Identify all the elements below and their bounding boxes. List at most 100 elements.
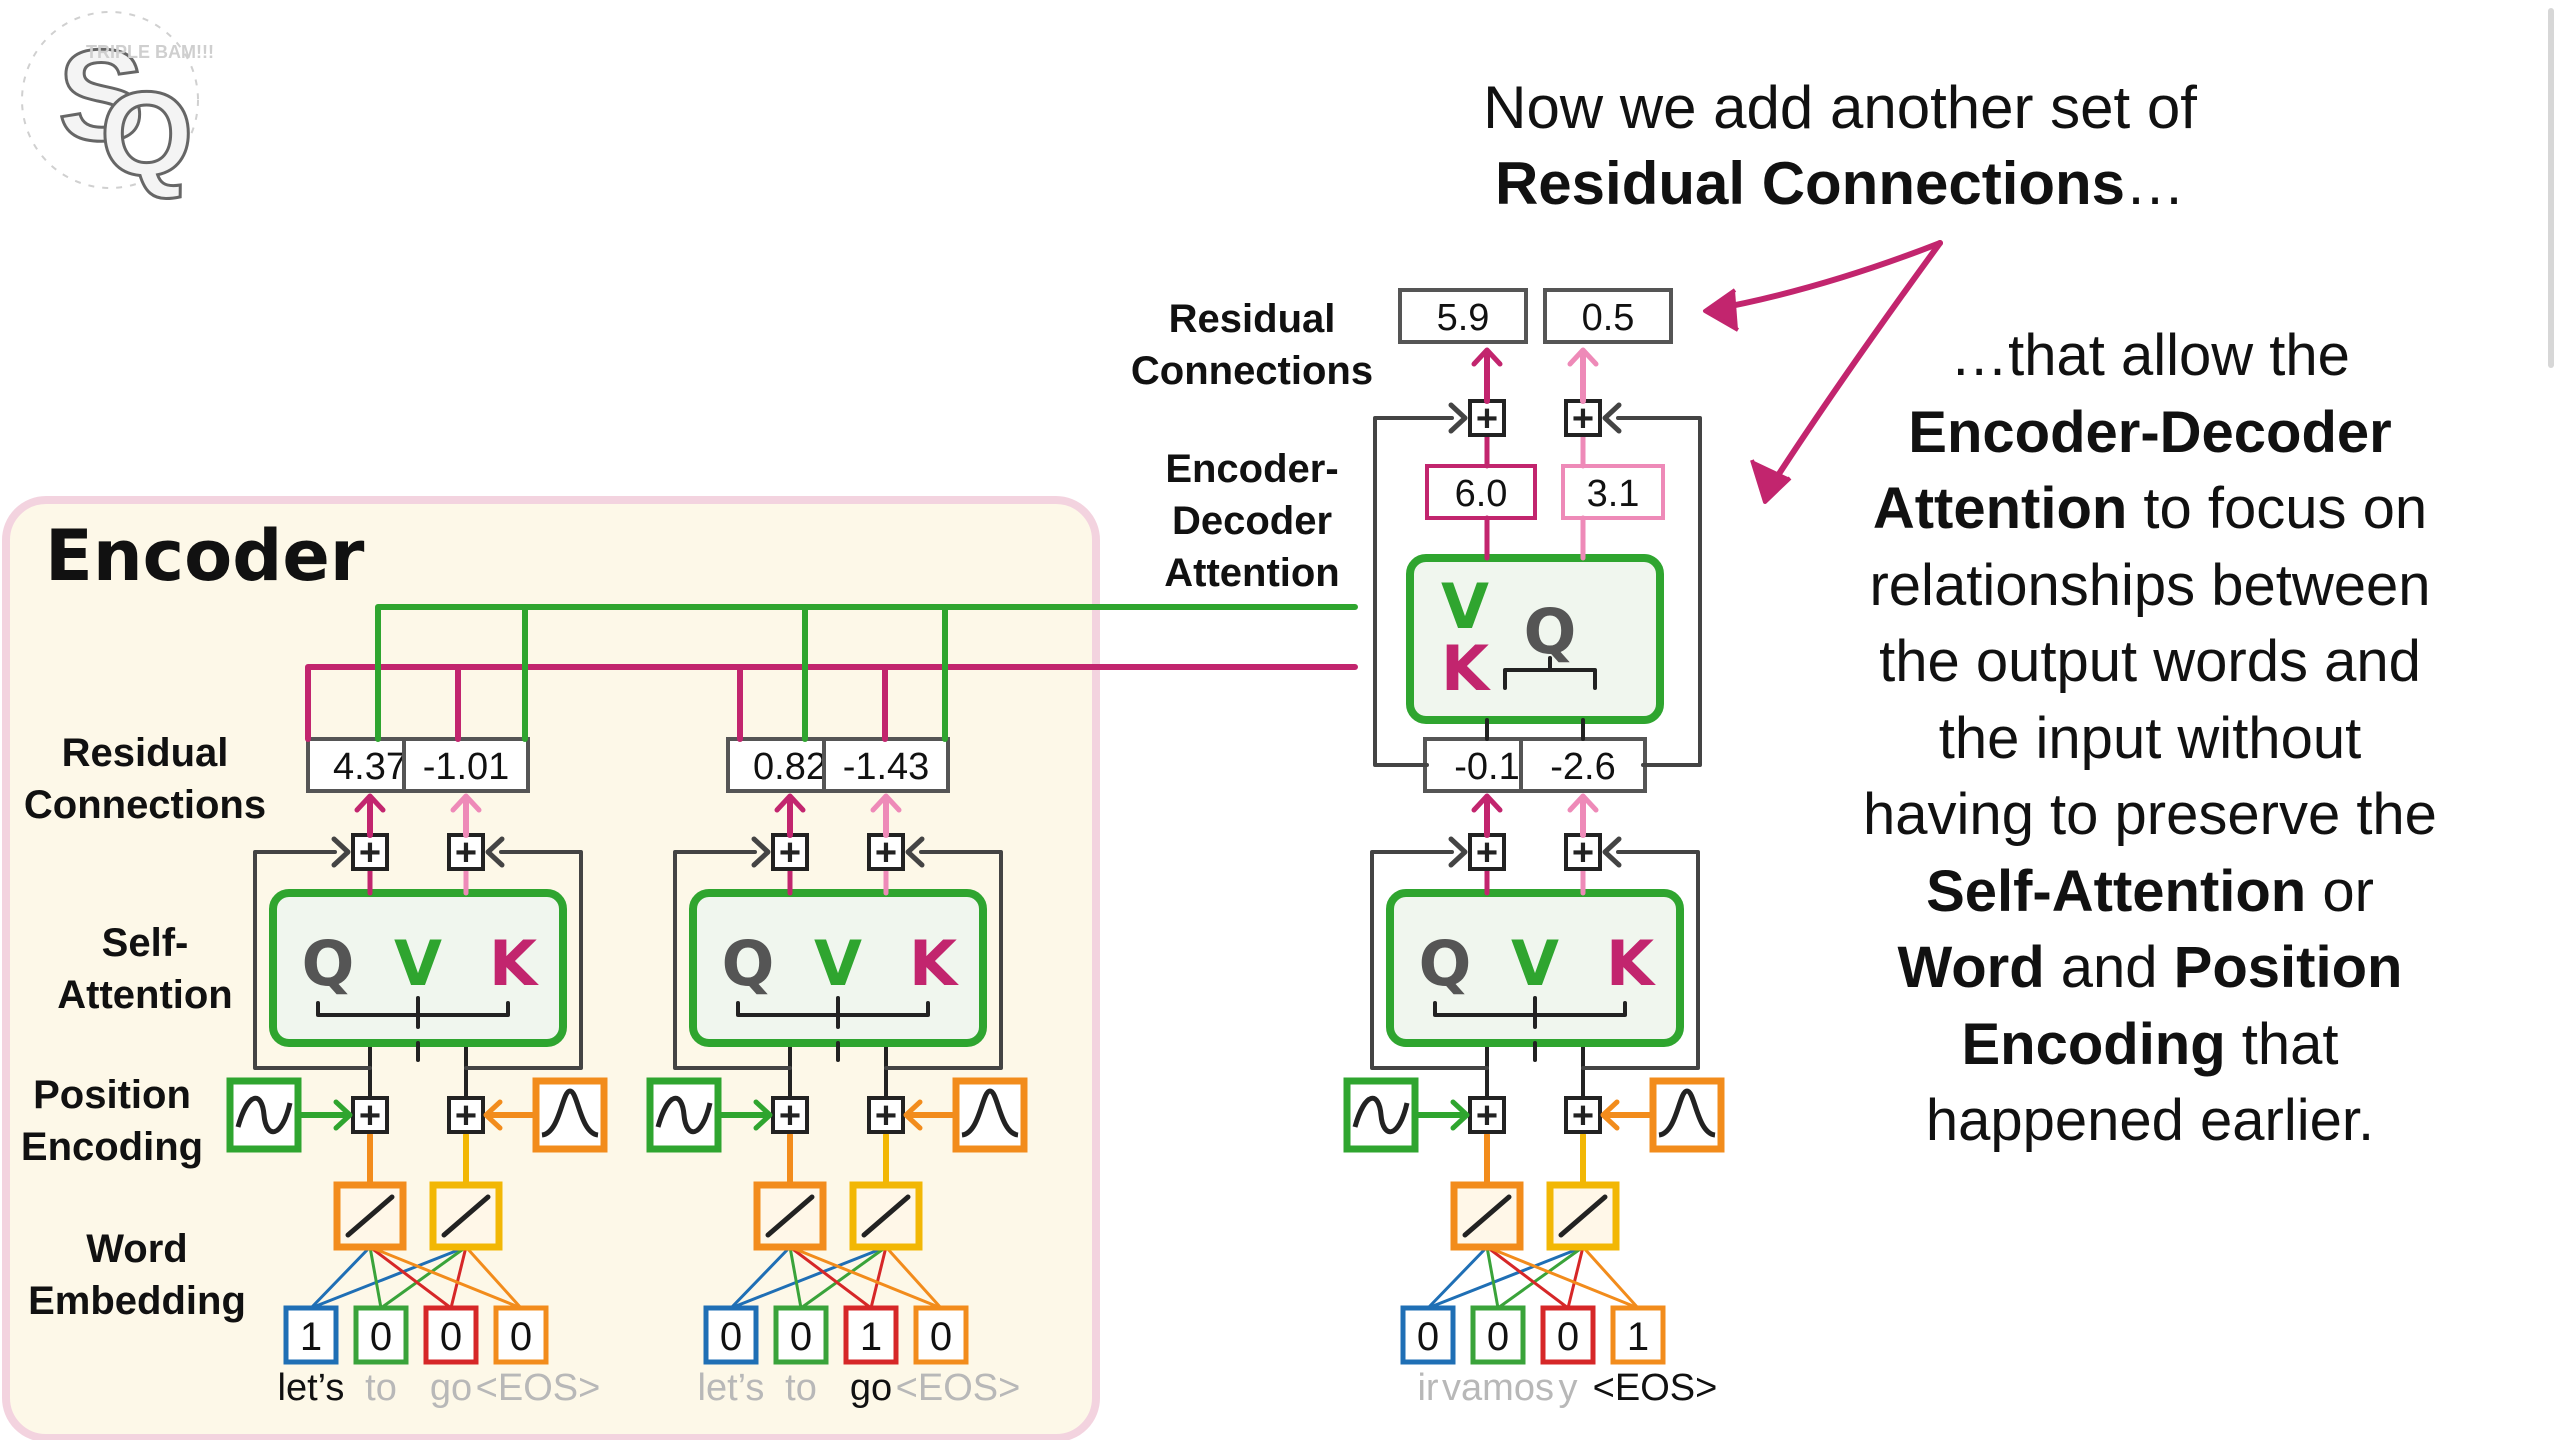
caption-text: relationships between <box>1869 552 2431 618</box>
input-weight-line <box>869 1245 888 1310</box>
input-weight-line <box>1485 1245 1640 1310</box>
plus-node <box>1564 1096 1602 1134</box>
caption-bold-text: Word <box>1897 935 2045 1000</box>
input-weight-line <box>464 1245 523 1310</box>
plus-icon: + <box>1572 832 1594 874</box>
value-label: -1.43 <box>843 746 930 788</box>
token-label: go <box>430 1367 472 1409</box>
input-weight-line <box>729 1245 888 1310</box>
caption-top-tail: … <box>2125 150 2186 217</box>
value-label: 0.5 <box>1582 297 1635 339</box>
attention-letter-v: V <box>814 927 862 1000</box>
caption-text: that <box>2225 1011 2339 1077</box>
attention-letter-v: V <box>1441 570 1489 643</box>
arrow-icon <box>751 836 771 868</box>
residual-bypass-line <box>464 850 583 1070</box>
value-bus-line <box>375 604 1358 742</box>
value-box <box>1398 288 1528 344</box>
one-hot-value: 1 <box>1627 1315 1649 1359</box>
plus-icon: + <box>875 832 897 874</box>
one-hot-value: 1 <box>300 1315 322 1359</box>
attention-letter-k: K <box>1606 927 1656 1000</box>
callout-arrow <box>1772 240 1943 483</box>
input-weight-line <box>788 1245 873 1310</box>
value-label: 0.82 <box>753 746 827 788</box>
linear-activation-icon <box>1558 1194 1608 1238</box>
plus-icon: + <box>455 1095 477 1137</box>
caption-text: the input without <box>1938 705 2362 771</box>
one-hot-value: 0 <box>720 1315 742 1359</box>
caption-right-line: happened earlier. <box>1800 1083 2500 1160</box>
residual-bypass-line <box>1370 850 1489 1070</box>
value-label: 3.1 <box>1587 473 1640 515</box>
encoder-title: Encoder <box>45 515 365 597</box>
caption-top: Now we add another set of Residual Conne… <box>1340 70 2340 222</box>
token-label: <EOS> <box>476 1367 601 1409</box>
row-label: Encoding <box>21 1125 203 1169</box>
token-label: to <box>785 1367 817 1409</box>
caption-top-line1: Now we add another set of <box>1483 74 2197 141</box>
logo-letter-q: Q <box>100 67 193 201</box>
attention-bracket <box>316 1001 510 1017</box>
row-label: Attention <box>1164 551 1340 595</box>
input-weight-line <box>309 1245 372 1310</box>
token-label: ir <box>1417 1367 1438 1409</box>
sine-wave-icon <box>1352 1095 1410 1135</box>
caption-right-line: Word and Position <box>1800 930 2500 1007</box>
one-hot-box <box>1400 1305 1456 1365</box>
caption-text: having to preserve the <box>1863 782 2437 847</box>
input-weight-line <box>1566 1245 1585 1310</box>
arrow-icon <box>903 1099 923 1131</box>
one-hot-value: 0 <box>1417 1315 1439 1359</box>
caption-right-line: the output words and <box>1800 624 2500 701</box>
sine-wave-icon <box>235 1095 293 1135</box>
plus-icon: + <box>1476 832 1498 874</box>
residual-bypass-line <box>673 850 792 1070</box>
attention-letter-v: V <box>1511 927 1559 1000</box>
plus-icon: + <box>1476 1095 1498 1137</box>
linear-activation-icon <box>765 1194 815 1238</box>
row-label: Encoder- <box>1165 447 1338 491</box>
caption-bold-text: Position <box>2173 935 2403 1000</box>
linear-activation-icon <box>441 1194 491 1238</box>
vertical-scrollbar[interactable] <box>2548 8 2554 368</box>
input-weight-line <box>379 1245 468 1310</box>
arrow-icon <box>450 793 482 813</box>
one-hot-box <box>773 1305 829 1365</box>
one-hot-box <box>703 1305 759 1365</box>
caption-text: …that allow the <box>1950 323 2350 388</box>
caption-right-line: having to preserve the <box>1800 777 2500 854</box>
row-label: Connections <box>24 783 266 827</box>
callout-arrowhead <box>1703 288 1739 332</box>
caption-right-line: …that allow the <box>1800 318 2500 395</box>
input-weight-line <box>729 1245 792 1310</box>
caption-right-line: Encoding that <box>1800 1007 2500 1084</box>
arrow-icon <box>1602 836 1622 868</box>
value-label: 6.0 <box>1455 473 1508 515</box>
input-weight-line <box>449 1245 468 1310</box>
caption-bold-text: Attention <box>1872 476 2128 541</box>
one-hot-box <box>353 1305 409 1365</box>
input-weight-line <box>368 1245 453 1310</box>
plus-node <box>447 1096 485 1134</box>
value-label: -0.1 <box>1454 746 1519 788</box>
attention-letter-q: Q <box>722 927 775 1000</box>
arrow-icon <box>1567 347 1599 367</box>
arrow-icon <box>483 1099 503 1131</box>
caption-text: the output words and <box>1879 629 2421 694</box>
arrow-icon <box>333 1099 353 1131</box>
attention-letter-v: V <box>394 927 442 1000</box>
callout-arrow <box>1707 240 1943 313</box>
residual-bypass-line <box>884 850 1003 1070</box>
linear-activation-icon <box>345 1194 395 1238</box>
residual-bypass-line <box>1373 416 1454 767</box>
input-weight-line <box>309 1245 468 1310</box>
plus-icon: + <box>1572 398 1594 440</box>
row-label: Residual <box>62 731 229 775</box>
plus-node <box>771 1096 809 1134</box>
logo-tagline: TRIPLE BAM!!! <box>86 42 214 62</box>
caption-bold-text: Self-Attention <box>1926 858 2307 924</box>
value-box <box>1425 464 1537 520</box>
